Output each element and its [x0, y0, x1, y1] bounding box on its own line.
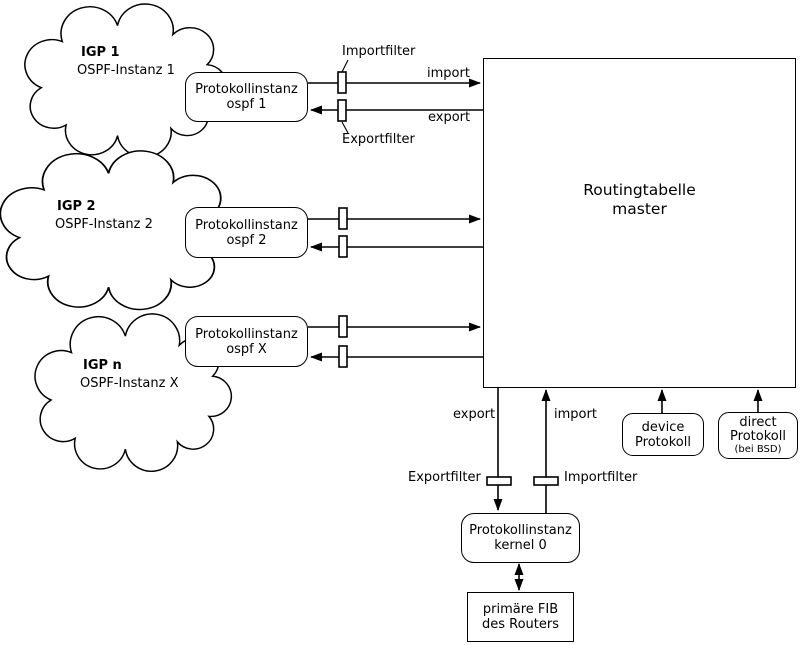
direct-protocol-line3: (bei BSD) — [734, 443, 782, 455]
protocol-box-ospf1-line2: ospf 1 — [226, 97, 267, 112]
protocol-box-ospf1: Protokollinstanz ospf 1 — [185, 72, 308, 122]
cloud-igpn-subtitle: OSPF-Instanz X — [80, 376, 179, 391]
ospf2-importfilter-box — [338, 207, 348, 230]
exportfilter-leader-line — [341, 121, 349, 134]
device-protocol-box: device Protokoll — [622, 413, 704, 456]
exportfilter-bottom-label: Exportfilter — [408, 470, 481, 485]
import-edge-label-bottom: import — [554, 407, 597, 422]
kernel-protocol-line2: kernel 0 — [494, 538, 547, 553]
export-edge-label-bottom: export — [453, 407, 496, 422]
device-protocol-line2: Protokoll — [635, 434, 691, 450]
ospf1-importfilter-box — [337, 71, 347, 94]
importfilter-leader-line — [341, 59, 349, 73]
direct-protocol-line2: Protokoll — [730, 428, 786, 444]
fib-box: primäre FIB des Routers — [467, 592, 574, 642]
kernel-protocol-box: Protokollinstanz kernel 0 — [461, 513, 580, 563]
import-edge-label-top: import — [427, 66, 470, 81]
ospf1-exportfilter-box — [337, 99, 347, 122]
ospfx-exportfilter-box — [338, 345, 348, 368]
kernel-protocol-line1: Protokollinstanz — [469, 523, 572, 538]
ospf2-exportfilter-box — [338, 235, 348, 258]
device-protocol-line1: device — [641, 419, 685, 435]
kernel-exportfilter-box — [486, 476, 512, 486]
protocol-box-ospfx-line1: Protokollinstanz — [195, 326, 298, 342]
protocol-box-ospf2-line2: ospf 2 — [226, 232, 267, 248]
protocol-box-ospfx: Protokollinstanz ospf X — [185, 316, 308, 367]
routing-table-title-line1: Routingtabelle — [583, 181, 696, 199]
protocol-box-ospf2-line1: Protokollinstanz — [195, 217, 298, 233]
cloud-igp2-subtitle: OSPF-Instanz 2 — [55, 217, 153, 232]
ospfx-importfilter-box — [338, 315, 348, 338]
protocol-box-ospf2: Protokollinstanz ospf 2 — [185, 207, 308, 258]
importfilter-bottom-label: Importfilter — [564, 470, 638, 485]
routing-table-title: Routingtabelle master — [484, 181, 795, 219]
importfilter-top-label: Importfilter — [342, 44, 416, 59]
fib-box-line2: des Routers — [481, 617, 559, 632]
cloud-igpn-title: IGP n — [83, 358, 122, 373]
routing-table-title-line2: master — [612, 200, 667, 218]
cloud-igp2-title: IGP 2 — [57, 199, 96, 214]
protocol-box-ospf1-line1: Protokollinstanz — [195, 82, 298, 97]
direct-protocol-line1: direct — [739, 414, 777, 430]
cloud-igp1-subtitle: OSPF-Instanz 1 — [77, 63, 175, 78]
kernel-importfilter-box — [533, 476, 559, 486]
fib-box-line1: primäre FIB — [482, 602, 559, 617]
exportfilter-top-label: Exportfilter — [342, 132, 415, 147]
cloud-igp1-title: IGP 1 — [81, 45, 120, 60]
protocol-box-ospfx-line2: ospf X — [226, 341, 267, 357]
export-edge-label-top: export — [428, 110, 471, 125]
routing-table-box: Routingtabelle master — [483, 58, 796, 388]
direct-protocol-box: direct Protokoll (bei BSD) — [718, 412, 798, 459]
